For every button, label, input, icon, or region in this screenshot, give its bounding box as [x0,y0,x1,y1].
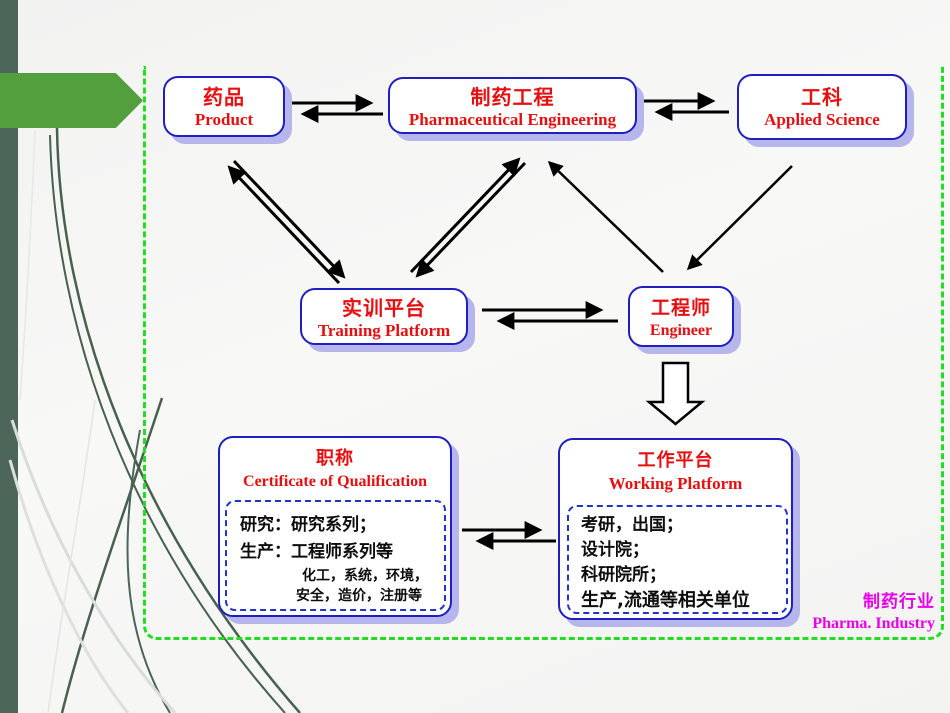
node-product: 药品 Product [163,76,285,137]
node-product-title-en: Product [194,110,254,129]
node-applied-title-en: Applied Science [764,110,880,129]
diagram-frame [143,66,944,640]
node-applied-title-zh: 工科 [801,85,843,109]
industry-label-zh: 制药行业 [863,592,935,612]
working-line: 生产,流通等相关单位 [581,590,750,611]
qualification-subline: 化工，系统，环境， [302,568,428,584]
node-product-title-zh: 药品 [203,85,245,109]
node-qualification-title-zh: 职称 [316,448,354,469]
node-qualification-title-en: Certificate of Qualification [243,473,427,490]
qualification-subline: 安全，造价，注册等 [296,588,422,604]
node-pharmeng-title-en: Pharmaceutical Engineering [408,110,617,129]
node-training-title-en: Training Platform [317,321,451,340]
industry-label-en: Pharma. Industry [812,615,935,632]
node-working-title-zh: 工作平台 [637,450,714,471]
node-pharmaceutical-engineering: 制药工程 Pharmaceutical Engineering [388,77,637,134]
green-banner-arrow [0,73,143,128]
node-engineer-title-zh: 工程师 [650,297,711,319]
working-line: 考研，出国； [581,515,683,535]
industry-label: 制药行业 Pharma. Industry [775,591,935,634]
node-applied-science: 工科 Applied Science [737,74,907,140]
node-working-title-en: Working Platform [608,474,743,493]
node-training-platform: 实训平台 Training Platform [300,288,468,345]
node-engineer: 工程师 Engineer [628,286,734,347]
node-training-title-zh: 实训平台 [342,296,426,320]
node-qualification: 职称 Certificate of Qualification 研究：研究系列；… [218,436,452,617]
node-pharmeng-title-zh: 制药工程 [470,85,555,109]
node-working-platform: 工作平台 Working Platform 考研，出国； 设计院； 科研院所； … [558,438,793,620]
qualification-detail-panel: 研究：研究系列； 生产：工程师系列等 化工，系统，环境， 安全，造价，注册等 [225,500,446,611]
working-line: 科研院所； [581,565,666,585]
working-detail-panel: 考研，出国； 设计院； 科研院所； 生产,流通等相关单位 [567,505,788,614]
qualification-line: 生产：工程师系列等 [240,542,393,562]
working-line: 设计院； [581,540,649,560]
qualification-line: 研究：研究系列； [240,515,376,535]
node-engineer-title-en: Engineer [649,322,713,339]
